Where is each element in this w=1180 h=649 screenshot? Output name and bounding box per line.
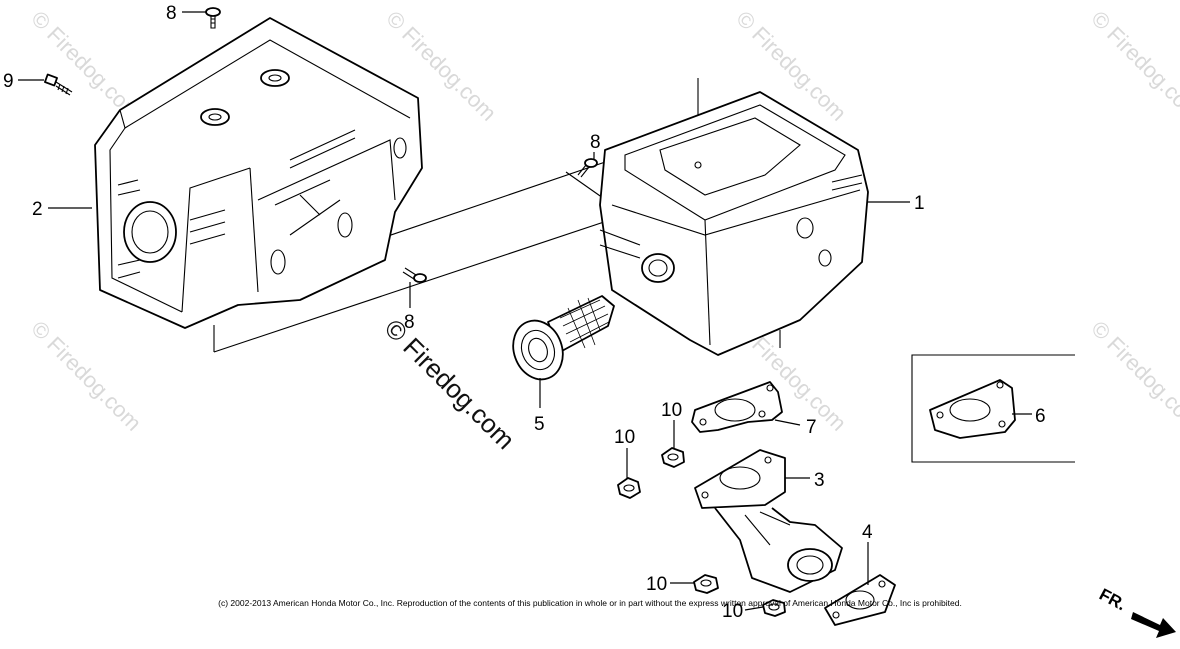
watermark: © Firedog.com (1086, 316, 1180, 436)
exhaust-pipe (694, 449, 843, 593)
callout-1: 1 (914, 193, 925, 214)
callout-6: 6 (1035, 406, 1046, 427)
watermark-large: © Firedog.com (379, 313, 521, 455)
muffler-protector (94, 17, 423, 329)
gasket-boxed (911, 354, 1075, 463)
callout-10: 10 (646, 574, 667, 595)
arrow-icon (1131, 612, 1176, 638)
copyright-notice: (c) 2002-2013 American Honda Motor Co., … (218, 598, 962, 608)
watermark: © Firedog.com (1086, 6, 1180, 126)
spark-arrester (512, 295, 615, 381)
gasket-upper (691, 381, 783, 433)
callout-2: 2 (32, 199, 43, 220)
callout-3: 3 (814, 470, 825, 491)
callout-8: 8 (590, 132, 601, 153)
callout-8: 8 (166, 3, 177, 24)
gasket-lower (824, 574, 896, 626)
callout-7: 7 (806, 417, 817, 438)
callouts: 8 9 2 1 8 8 5 7 3 4 6 10 10 10 10 (3, 3, 1046, 622)
fasteners (44, 7, 786, 617)
callout-5: 5 (534, 414, 545, 435)
front-direction-indicator: FR. (1096, 585, 1176, 638)
callout-4: 4 (862, 522, 873, 543)
leader-lines (18, 11, 1032, 611)
callout-10: 10 (722, 601, 743, 622)
muffler-body (599, 91, 869, 356)
callout-8: 8 (404, 312, 415, 333)
callout-9: 9 (3, 71, 14, 92)
watermark: © Firedog.com (26, 316, 146, 436)
callout-10: 10 (614, 427, 635, 448)
callout-10: 10 (661, 400, 682, 421)
